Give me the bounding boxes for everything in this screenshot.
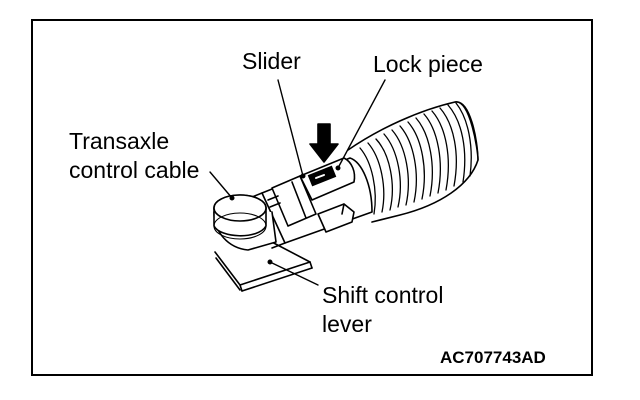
press-arrow — [309, 123, 339, 163]
shift-lever-plate — [214, 239, 313, 292]
lock-piece-label: Lock piece — [373, 51, 483, 77]
socket-end — [213, 194, 277, 251]
leader-lines — [209, 79, 386, 286]
rubber-boot — [347, 101, 479, 223]
figure-frame — [31, 19, 593, 376]
figure-code: AC707743AD — [440, 348, 546, 367]
cable-housing — [251, 157, 373, 249]
slider-label: Slider — [242, 48, 301, 74]
transaxle-control-cable-label: Transaxle control cable — [69, 128, 200, 183]
shift-control-lever-label: Shift control lever — [322, 282, 444, 337]
